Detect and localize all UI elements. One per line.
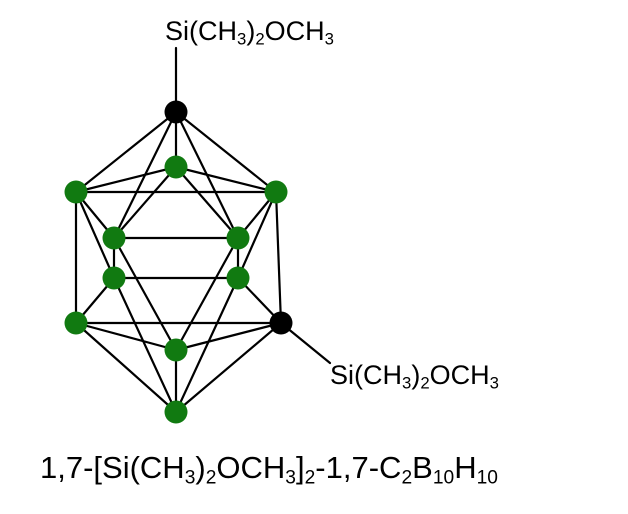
boron-atom <box>226 266 250 290</box>
right-substituent-label: Si(CH3)2OCH3 <box>330 360 499 393</box>
carbon-atom <box>164 100 188 124</box>
bond-line <box>174 165 278 194</box>
bond-line <box>74 321 178 352</box>
compound-name-caption: 1,7-[Si(CH3)2OCH3]2-1,7-C2B10H10 <box>40 450 498 489</box>
boron-atom <box>102 266 126 290</box>
bond-line <box>74 190 116 280</box>
bond-line <box>74 165 178 194</box>
bond-line <box>112 165 178 240</box>
bond-line <box>74 321 178 414</box>
bond-line <box>174 165 240 240</box>
bond-line <box>74 110 178 194</box>
boron-atom <box>102 226 126 250</box>
atom-markers <box>64 100 293 424</box>
top-substituent-label: Si(CH3)2OCH3 <box>165 16 334 49</box>
bond-line <box>112 276 178 414</box>
bond-line <box>174 321 283 352</box>
bond-line <box>274 190 283 325</box>
carbon-atom <box>269 311 293 335</box>
boron-atom <box>164 400 188 424</box>
bond-line <box>174 236 240 352</box>
boron-atom <box>226 226 250 250</box>
bond-line <box>174 276 240 414</box>
bond-line <box>174 321 283 414</box>
boron-atom <box>164 338 188 362</box>
boron-atom <box>164 155 188 179</box>
bond-line <box>112 236 178 352</box>
bond-line <box>174 110 278 194</box>
boron-atom <box>64 311 88 335</box>
bond-line <box>236 190 278 280</box>
boron-atom <box>264 180 288 204</box>
boron-atom <box>64 180 88 204</box>
